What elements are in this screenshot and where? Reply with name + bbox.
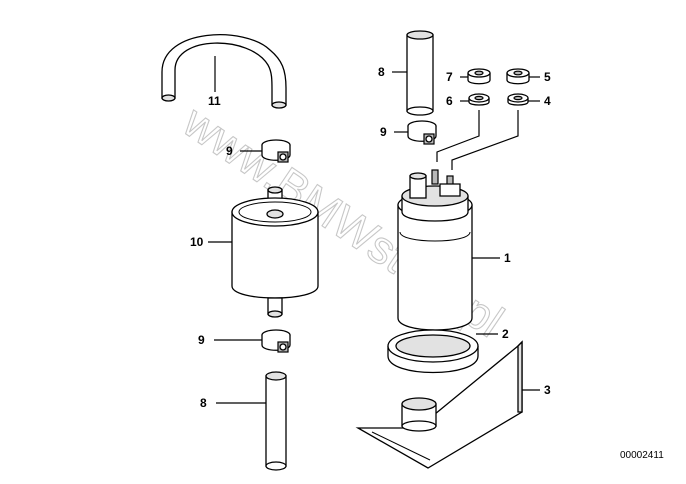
label-8-lower-left: 8 — [200, 396, 207, 410]
part-8-hose-lower-left[interactable] — [265, 371, 287, 471]
label-4: 4 — [544, 94, 551, 108]
part-8-hose-top-right[interactable] — [406, 30, 434, 116]
leader-6-terminal — [436, 110, 480, 162]
label-9-upper-right: 9 — [380, 125, 387, 139]
part-9-clamp-lower-left[interactable] — [261, 329, 291, 353]
label-10: 10 — [190, 235, 204, 249]
part-4-washer[interactable] — [507, 93, 529, 106]
label-11: 11 — [208, 94, 221, 108]
part-3-bracket[interactable] — [355, 340, 523, 469]
label-6: 6 — [446, 94, 453, 108]
part-9-clamp-upper-right[interactable] — [407, 120, 437, 145]
part-2-ring[interactable] — [387, 329, 479, 374]
label-2: 2 — [502, 327, 509, 341]
label-1: 1 — [504, 251, 511, 265]
part-7-nut[interactable] — [467, 68, 491, 85]
part-1-pump[interactable] — [397, 169, 473, 331]
part-10-filter[interactable] — [231, 186, 319, 318]
diagram-id: 00002411 — [620, 450, 664, 461]
label-9-upper-left: 9 — [226, 144, 233, 158]
part-5-nut[interactable] — [506, 68, 530, 85]
label-5: 5 — [544, 70, 551, 84]
part-6-washer[interactable] — [468, 93, 490, 106]
leader-4-terminal — [451, 110, 519, 170]
label-3: 3 — [544, 383, 551, 397]
part-9-clamp-upper-left[interactable] — [261, 139, 291, 163]
part-11-hose[interactable] — [161, 34, 287, 109]
label-8-top-right: 8 — [378, 65, 385, 79]
label-9-lower-left: 9 — [198, 333, 205, 347]
label-7: 7 — [446, 70, 453, 84]
